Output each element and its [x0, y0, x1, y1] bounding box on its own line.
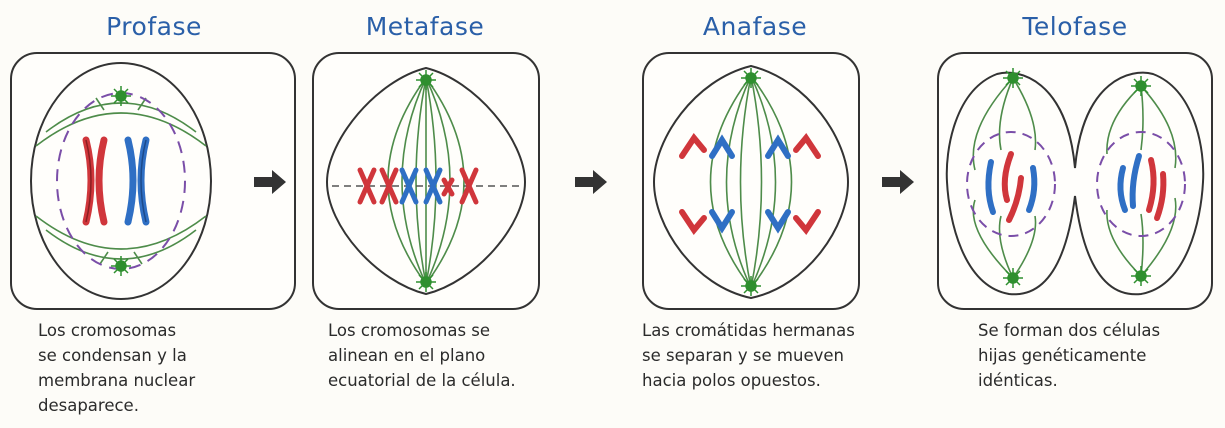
stage-title-anafase: Anafase: [702, 12, 808, 41]
caption-line: alinean en el plano: [328, 346, 486, 365]
stage-caption-metafase: Los cromosomas se alinean en el plano ec…: [328, 318, 516, 393]
caption-line: se separan y se mueven: [642, 346, 844, 365]
metafase-cell-panel: [310, 50, 542, 312]
anafase-cell-panel: [640, 50, 862, 312]
stage-caption-anafase: Las cromátidas hermanas se separan y se …: [642, 318, 855, 393]
centrosome-icon: [111, 86, 131, 276]
right-arrow-icon: [880, 168, 916, 196]
stage-caption-profase: Los cromosomas se condensan y la membran…: [38, 318, 195, 418]
stage-title-profase: Profase: [106, 12, 202, 41]
right-arrow-icon: [252, 168, 288, 196]
caption-line: hijas genéticamente: [978, 346, 1147, 365]
caption-line: ecuatorial de la célula.: [328, 371, 516, 390]
telofase-cell-panel: [935, 50, 1215, 312]
caption-line: Los cromosomas se: [328, 321, 491, 340]
stage-title-telofase: Telofase: [1022, 12, 1128, 41]
caption-line: Las cromátidas hermanas: [642, 321, 855, 340]
caption-line: se condensan y la: [38, 346, 187, 365]
caption-line: desaparece.: [38, 396, 139, 415]
profase-cell-panel: [8, 50, 298, 312]
caption-line: hacia polos opuestos.: [642, 371, 821, 390]
caption-line: Se forman dos células: [978, 321, 1161, 340]
right-arrow-icon: [573, 168, 609, 196]
caption-line: Los cromosomas: [38, 321, 177, 340]
stage-title-metafase: Metafase: [365, 12, 485, 41]
caption-line: membrana nuclear: [38, 371, 196, 390]
caption-line: idénticas.: [978, 371, 1058, 390]
stage-caption-telofase: Se forman dos células hijas genéticament…: [978, 318, 1160, 393]
